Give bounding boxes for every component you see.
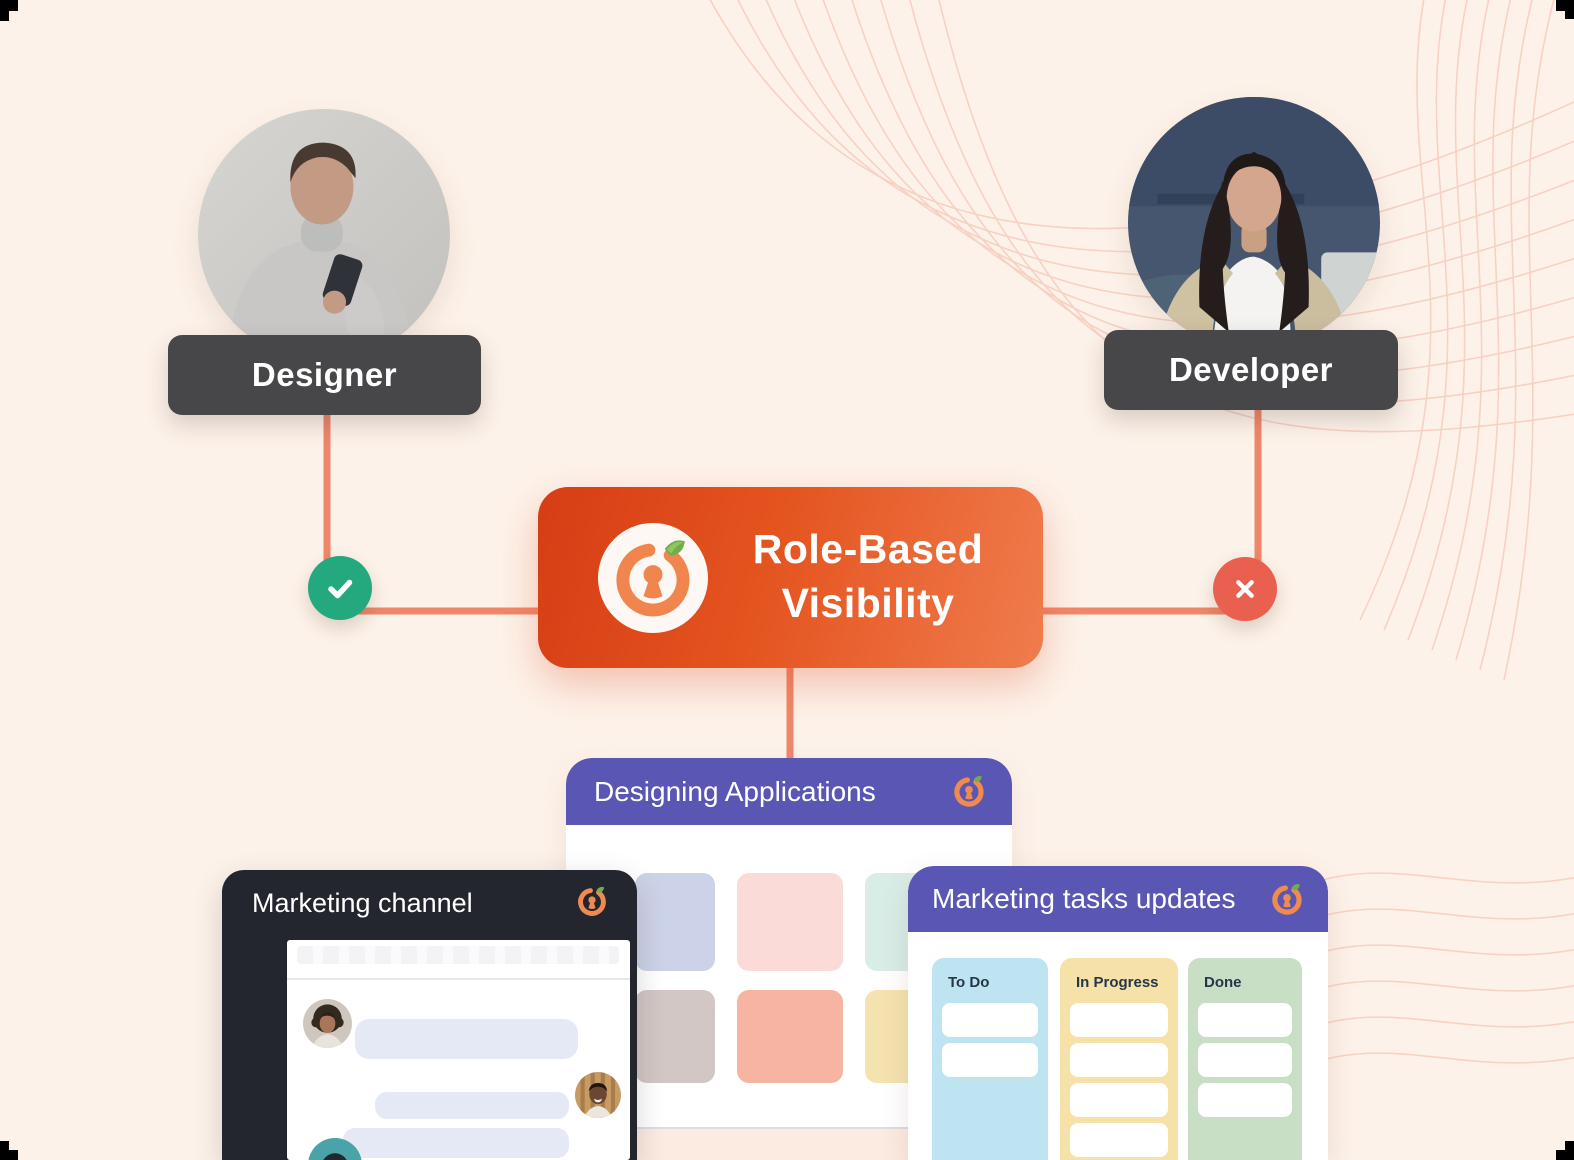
task-card xyxy=(1198,1083,1292,1117)
divider xyxy=(287,978,630,980)
task-card xyxy=(1070,1123,1168,1157)
designer-label-text: Designer xyxy=(251,356,398,393)
task-card xyxy=(1198,1003,1292,1037)
kanban-cards xyxy=(1060,1003,1178,1157)
tasks-window-title: Marketing tasks updates xyxy=(932,883,1236,914)
crop-mark-bottom-right xyxy=(1556,1150,1574,1160)
task-card xyxy=(1070,1083,1168,1117)
design-tile xyxy=(635,873,715,971)
crop-mark-bottom-right xyxy=(1565,1141,1574,1150)
avatar-man-smiling xyxy=(575,1072,621,1118)
designing-window-header: Designing Applications xyxy=(566,758,1012,825)
center-title-line2: Visibility xyxy=(781,580,955,626)
channel-window-header: Marketing channel xyxy=(222,870,637,936)
designer-photo xyxy=(198,109,450,361)
kanban-column-done: Done xyxy=(1188,958,1302,1160)
designer-access-granted-badge xyxy=(308,556,372,620)
crop-mark-top-left xyxy=(0,11,9,21)
crop-mark-bottom-left xyxy=(0,1141,9,1150)
task-card xyxy=(942,1003,1038,1037)
tasks-window-header: Marketing tasks updates xyxy=(908,866,1328,932)
marketing-channel-window: Marketing channel xyxy=(222,870,637,1160)
task-card xyxy=(1070,1003,1168,1037)
marketing-tasks-window: Marketing tasks updates To Do In Progres… xyxy=(908,866,1328,1160)
kanban-cards xyxy=(932,1003,1048,1077)
kanban-column-in-progress: In Progress xyxy=(1060,958,1178,1160)
kanban-column-label: To Do xyxy=(948,974,990,991)
message-bubble xyxy=(375,1092,569,1119)
orange-lock-logo-icon xyxy=(1272,884,1302,915)
center-card-title: Role-Based Visibility xyxy=(713,522,1023,630)
avatar-woman-curly-hair xyxy=(303,999,352,1048)
designing-applications-window: Designing Applications xyxy=(566,758,1012,1160)
designing-window-title: Designing Applications xyxy=(594,775,876,807)
developer-label-text: Developer xyxy=(1168,351,1334,388)
developer-access-denied-badge xyxy=(1213,557,1277,621)
kanban-column-label: Done xyxy=(1204,974,1242,991)
kanban-column-todo: To Do xyxy=(932,958,1048,1160)
check-icon xyxy=(328,579,353,599)
message-bubble xyxy=(355,1019,578,1059)
center-title-line1: Role-Based xyxy=(752,526,984,572)
x-icon xyxy=(1236,580,1254,598)
designer-label: Designer xyxy=(168,335,481,415)
crop-mark-top-right xyxy=(1556,0,1574,11)
developer-photo xyxy=(1128,97,1380,349)
crop-mark-top-left xyxy=(0,0,18,11)
crop-mark-bottom-left xyxy=(0,1150,18,1160)
chat-panel xyxy=(287,940,630,1160)
blurred-toolbar xyxy=(297,946,619,964)
kanban-cards xyxy=(1188,1003,1302,1117)
kanban-column-label: In Progress xyxy=(1076,974,1159,991)
design-tile xyxy=(737,873,843,971)
message-bubble xyxy=(343,1128,569,1158)
orange-lock-logo-icon xyxy=(954,776,984,807)
role-visibility-lock-logo xyxy=(598,523,708,633)
task-card xyxy=(942,1043,1038,1077)
orange-lock-logo-icon xyxy=(578,886,606,916)
design-tile xyxy=(635,990,715,1083)
avatar-person-teal-hair xyxy=(308,1138,362,1160)
developer-label: Developer xyxy=(1104,330,1398,410)
divider xyxy=(566,1127,1012,1129)
design-tile xyxy=(737,990,843,1083)
role-based-visibility-card: Role-Based Visibility xyxy=(538,487,1043,668)
task-card xyxy=(1070,1043,1168,1077)
channel-window-title: Marketing channel xyxy=(252,887,473,918)
task-card xyxy=(1198,1043,1292,1077)
crop-mark-top-right xyxy=(1565,11,1574,19)
